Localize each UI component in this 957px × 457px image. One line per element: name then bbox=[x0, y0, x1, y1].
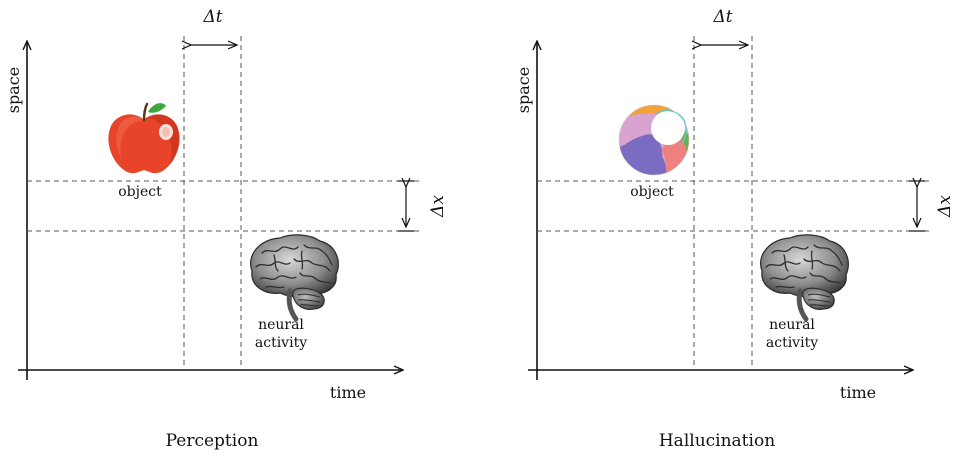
x-axis-label: time bbox=[840, 383, 876, 402]
y-axis-label: space bbox=[514, 67, 533, 113]
beach-ball-icon bbox=[618, 104, 690, 176]
panel-caption: Hallucination bbox=[659, 431, 775, 451]
y-axis-label: space bbox=[4, 67, 23, 113]
neural-label-line1: neural bbox=[258, 317, 304, 333]
delta-x-label: Δx bbox=[428, 195, 448, 218]
delta-t-label: Δt bbox=[712, 7, 732, 27]
delta-t-label: Δt bbox=[202, 7, 222, 27]
delta-x-label: Δx bbox=[935, 195, 955, 218]
x-axis-label: time bbox=[330, 383, 366, 402]
brain-icon bbox=[251, 235, 339, 319]
neural-label-line1: neural bbox=[769, 317, 815, 333]
apple-icon bbox=[108, 102, 180, 174]
perception-panel: Δt Δx space time object neural activity … bbox=[4, 7, 448, 451]
hallucination-panel: Δt Δx space time object bbox=[514, 7, 955, 451]
neural-label-line2: activity bbox=[255, 335, 307, 351]
object-label: object bbox=[118, 184, 162, 200]
neural-label-line2: activity bbox=[766, 335, 818, 351]
object-label: object bbox=[630, 184, 674, 200]
brain-icon bbox=[761, 235, 849, 319]
panel-caption: Perception bbox=[166, 431, 259, 451]
